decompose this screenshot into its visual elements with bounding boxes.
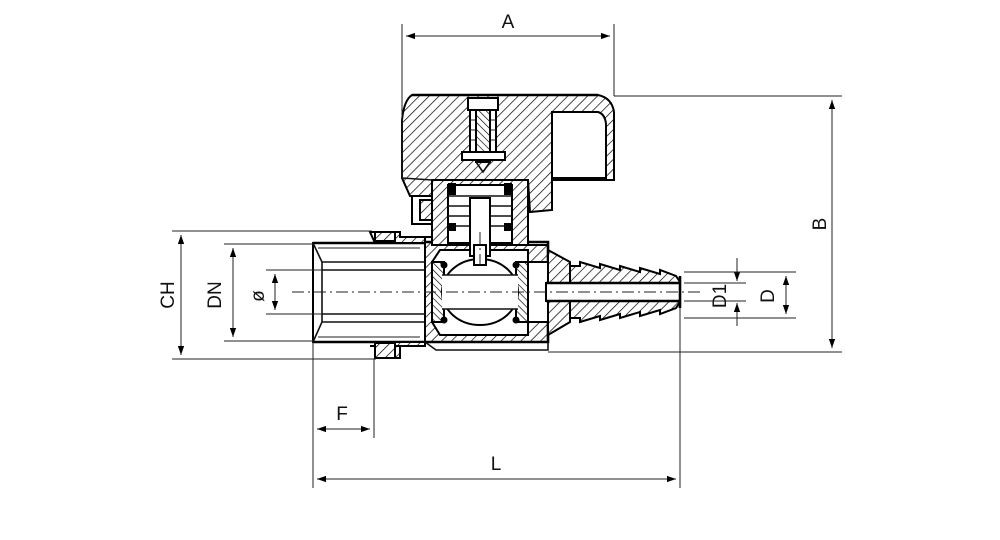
dimension-label-b: B bbox=[810, 218, 831, 231]
dimension-diameter: ø bbox=[248, 269, 322, 315]
dimension-label-l: L bbox=[491, 454, 502, 475]
dimension-b: B bbox=[548, 95, 842, 353]
stem-assembly bbox=[411, 159, 529, 266]
inlet-bore bbox=[322, 269, 425, 315]
dimension-label-a: A bbox=[502, 12, 515, 33]
dimension-label-diameter: ø bbox=[248, 290, 269, 302]
dimension-label-f: F bbox=[336, 404, 348, 425]
dimension-label-d1: D1 bbox=[710, 284, 731, 308]
dimension-a: A bbox=[401, 12, 615, 178]
dimension-ch: CH bbox=[158, 230, 376, 360]
lever-handle bbox=[401, 93, 615, 214]
valve-body bbox=[312, 93, 682, 359]
dimension-f: F bbox=[312, 342, 375, 488]
dimension-l: L bbox=[317, 308, 681, 488]
dimension-label-ch: CH bbox=[158, 281, 179, 308]
hex-section bbox=[368, 231, 426, 359]
dimension-dn: DN bbox=[205, 243, 313, 342]
dimension-label-dn: DN bbox=[205, 281, 226, 308]
dimension-d: D bbox=[684, 271, 796, 319]
dimension-label-d: D bbox=[758, 289, 779, 303]
dimension-d1: D1 bbox=[684, 258, 746, 326]
